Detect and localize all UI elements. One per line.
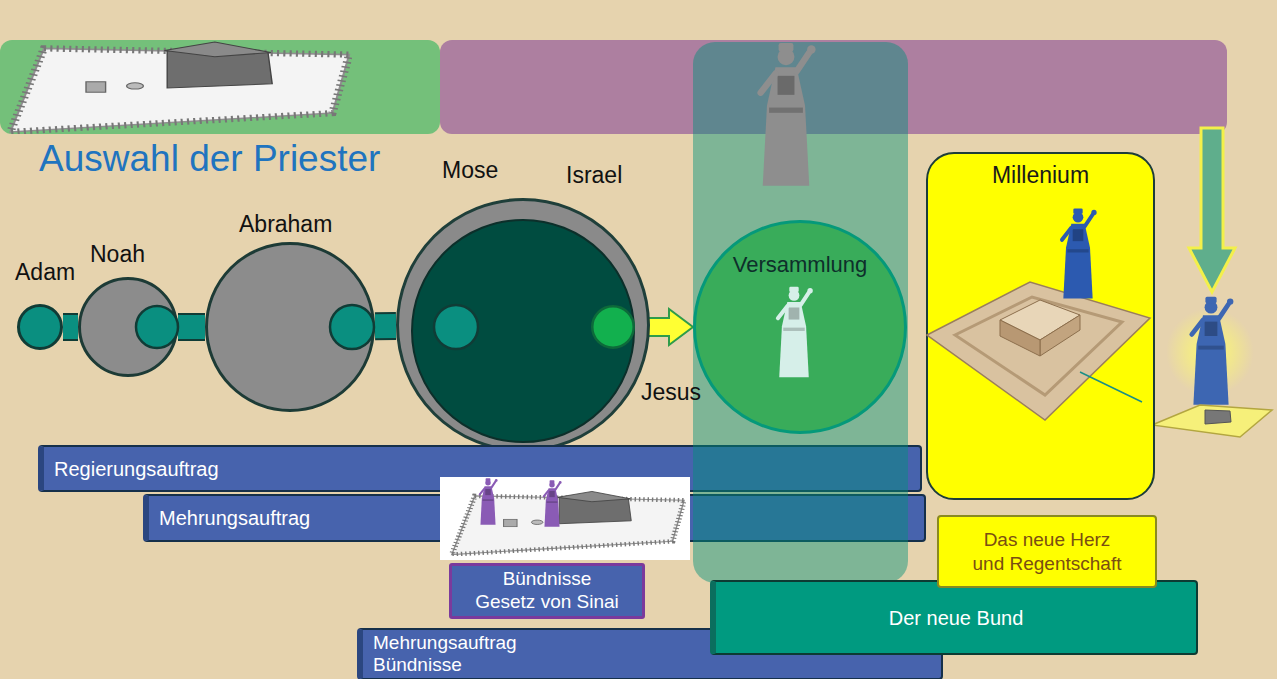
- circle-shape: [19, 306, 62, 349]
- timeline-bar: [63, 327, 78, 328]
- bar-outline: [63, 313, 78, 341]
- banner-label: Mehrungsauftrag Bündnisse: [373, 632, 543, 676]
- temple-building: [1000, 320, 1040, 356]
- timeline-circle: Adam: [17, 304, 63, 350]
- bar-fill: [375, 314, 396, 338]
- node-label: Adam: [15, 259, 75, 285]
- picture-ground: [440, 477, 690, 560]
- temple-building: [1040, 315, 1080, 356]
- era-circle: Noah: [78, 277, 178, 377]
- high-priest-figure: [761, 43, 816, 186]
- circle-outline: [205, 242, 375, 412]
- priest-figure: [480, 478, 498, 524]
- node-label: Israel: [566, 162, 622, 188]
- circle-shape: [412, 220, 634, 442]
- timeline-bar: [375, 326, 396, 327]
- node-label: Versammlung: [733, 252, 868, 277]
- circle-shape: [695, 222, 906, 433]
- covenant-banner: Der neue Bund: [710, 580, 1198, 655]
- era-circle: MoseIsraelJesus: [396, 198, 650, 452]
- node-label: Jesus: [641, 379, 701, 405]
- assembly-band: [693, 42, 908, 583]
- small-tent: [1205, 410, 1231, 424]
- assembly-circle: Versammlung: [693, 220, 907, 434]
- banner-label: Der neue Bund: [889, 606, 1024, 630]
- purple-band: [440, 40, 1227, 134]
- circle-outline: [17, 304, 63, 350]
- temple-building: [1000, 300, 1080, 340]
- tabernacle-illustration: [452, 491, 684, 554]
- circle-shape: [592, 306, 634, 348]
- reign-banner: Das neue Herz und Regentschaft: [937, 515, 1157, 588]
- timeline-circle: Jesus: [591, 305, 635, 349]
- banner-label: Regierungsauftrag: [54, 457, 219, 481]
- node-label: Mose: [442, 157, 498, 183]
- circle-outline: [78, 277, 178, 377]
- banner-label: Das neue Herz und Regentschaft: [969, 528, 1125, 576]
- node-label: Noah: [90, 241, 145, 267]
- circle-shape: [398, 200, 649, 451]
- priest-figure: [778, 287, 813, 378]
- circle-shape: [207, 244, 374, 411]
- down-arrow: [1189, 128, 1235, 292]
- kingdom-panel: Millenium: [926, 152, 1155, 500]
- circle-shape: [330, 305, 374, 349]
- river-line: [1080, 372, 1142, 402]
- banner-label: Mehrungsauftrag: [159, 506, 310, 530]
- priest-figure: [544, 480, 562, 526]
- circle-outline: [591, 305, 635, 349]
- covenant-banner: Bündnisse Gesetz von Sinai: [449, 563, 645, 619]
- green-band: [0, 40, 440, 134]
- bar-fill: [63, 315, 78, 339]
- bar-fill: [178, 315, 205, 339]
- mandate-banner: Regierungsauftrag: [38, 445, 922, 492]
- mandate-banner: Mehrungsauftrag: [143, 494, 926, 542]
- bar-outline: [178, 313, 205, 341]
- banner-label: Millenium: [992, 162, 1089, 190]
- circle-shape: [434, 305, 478, 349]
- temple-platform: [927, 282, 1150, 420]
- timeline-bar: [178, 327, 205, 328]
- temple-wall: [955, 297, 1122, 395]
- small-tabernacle: [1152, 405, 1272, 437]
- tabernacle-illustration: [10, 42, 349, 132]
- bar-outline: [375, 312, 396, 340]
- high-priest-figure: [1062, 209, 1097, 299]
- diagram-title: Auswahl der Priester: [39, 138, 380, 181]
- node-label: Abraham: [239, 211, 332, 237]
- circle-shape: [136, 306, 178, 348]
- banner-label: Bündnisse Gesetz von Sinai: [473, 568, 621, 614]
- era-circle: Abraham: [205, 242, 375, 412]
- high-priest-figure: [1192, 297, 1234, 405]
